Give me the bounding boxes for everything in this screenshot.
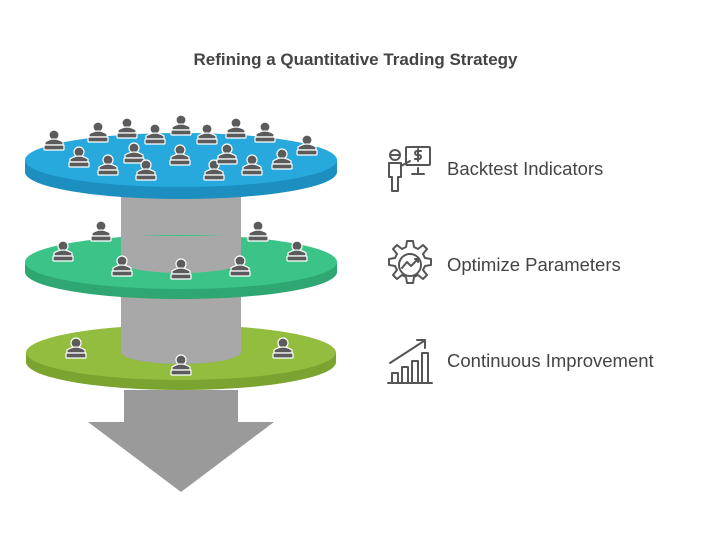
- layer-bottom: [26, 327, 336, 390]
- step-continuous-improvement: Continuous Improvement: [382, 333, 654, 389]
- step-optimize-parameters: Optimize Parameters: [382, 237, 621, 293]
- presenter-screen-dollar-icon: [388, 146, 431, 192]
- step-backtest-indicators: Backtest Indicators: [382, 141, 603, 197]
- down-arrow: [88, 390, 274, 492]
- step-label-improvement: Continuous Improvement: [447, 350, 654, 371]
- diagram-title: Refining a Quantitative Trading Strategy: [193, 50, 518, 69]
- step-label-optimize: Optimize Parameters: [447, 254, 621, 275]
- step-label-backtest: Backtest Indicators: [447, 158, 604, 179]
- bar-chart-growth-icon: [387, 339, 433, 384]
- gear-trend-icon: [388, 240, 432, 284]
